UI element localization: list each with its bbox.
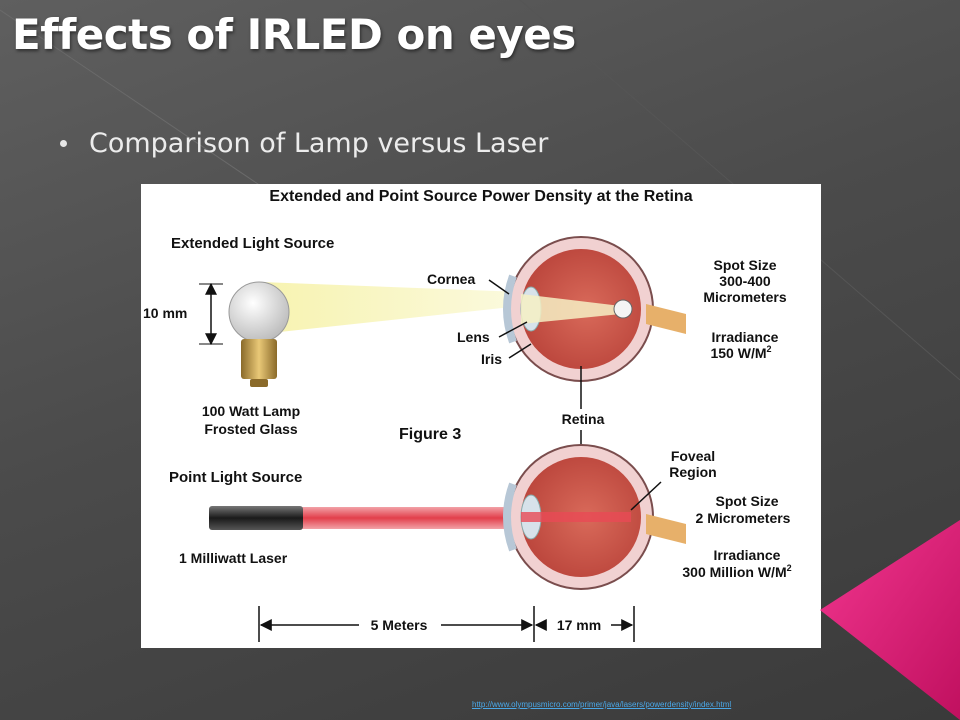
cornea-label: Cornea bbox=[427, 271, 475, 287]
corner-accent bbox=[820, 520, 960, 720]
retina-label: Retina bbox=[562, 411, 605, 427]
bottom-spot-size-line2: 2 Micrometers bbox=[696, 510, 791, 526]
bottom-irradiance-superscript: 2 bbox=[787, 563, 792, 573]
top-irradiance-line1: Irradiance bbox=[712, 329, 779, 345]
foveal-label-line1: Foveal bbox=[671, 448, 715, 464]
bottom-spot-size-line1: Spot Size bbox=[715, 493, 778, 509]
size-10mm-label: 10 mm bbox=[143, 305, 187, 321]
distance-5m-label: 5 Meters bbox=[371, 617, 428, 633]
distance-17mm-label: 17 mm bbox=[557, 617, 601, 633]
lamp-caption-line1: 100 Watt Lamp bbox=[202, 403, 300, 419]
slide-title: Effects of IRLED on eyes bbox=[12, 10, 576, 59]
figure-number: Figure 3 bbox=[399, 426, 461, 443]
bottom-irradiance-line1: Irradiance bbox=[714, 547, 781, 563]
extended-source-label: Extended Light Source bbox=[171, 235, 334, 252]
laser-caption: 1 Milliwatt Laser bbox=[179, 550, 288, 566]
retina-diagram: Extended and Point Source Power Density … bbox=[141, 184, 821, 648]
foveal-label-line2: Region bbox=[669, 464, 716, 480]
top-eye-icon bbox=[503, 236, 686, 382]
bullet-text: Comparison of Lamp versus Laser bbox=[89, 128, 549, 159]
laser-device-icon bbox=[209, 506, 303, 530]
top-irradiance-superscript: 2 bbox=[767, 344, 772, 354]
source-link[interactable]: http://www.olympusmicro.com/primer/java/… bbox=[472, 700, 732, 709]
top-spot-size-line1: Spot Size bbox=[713, 257, 776, 273]
point-source-label: Point Light Source bbox=[169, 469, 302, 486]
lens-label: Lens bbox=[457, 329, 490, 345]
bullet-item: Comparison of Lamp versus Laser bbox=[60, 128, 548, 159]
iris-label: Iris bbox=[481, 351, 502, 367]
lamp-beam bbox=[261, 282, 521, 334]
lamp-bulb-icon bbox=[228, 281, 290, 387]
top-spot-size-line3: Micrometers bbox=[703, 289, 786, 305]
bullet-dot-icon bbox=[60, 140, 67, 147]
bottom-eye-icon bbox=[503, 444, 686, 590]
top-spot-size-line2: 300-400 bbox=[719, 273, 771, 289]
top-irradiance-line2: 150 W/M2 bbox=[710, 344, 771, 361]
lamp-caption-line2: Frosted Glass bbox=[204, 421, 298, 437]
diagram-heading: Extended and Point Source Power Density … bbox=[269, 188, 692, 205]
bottom-irradiance-line2: 300 Million W/M2 bbox=[682, 563, 791, 580]
